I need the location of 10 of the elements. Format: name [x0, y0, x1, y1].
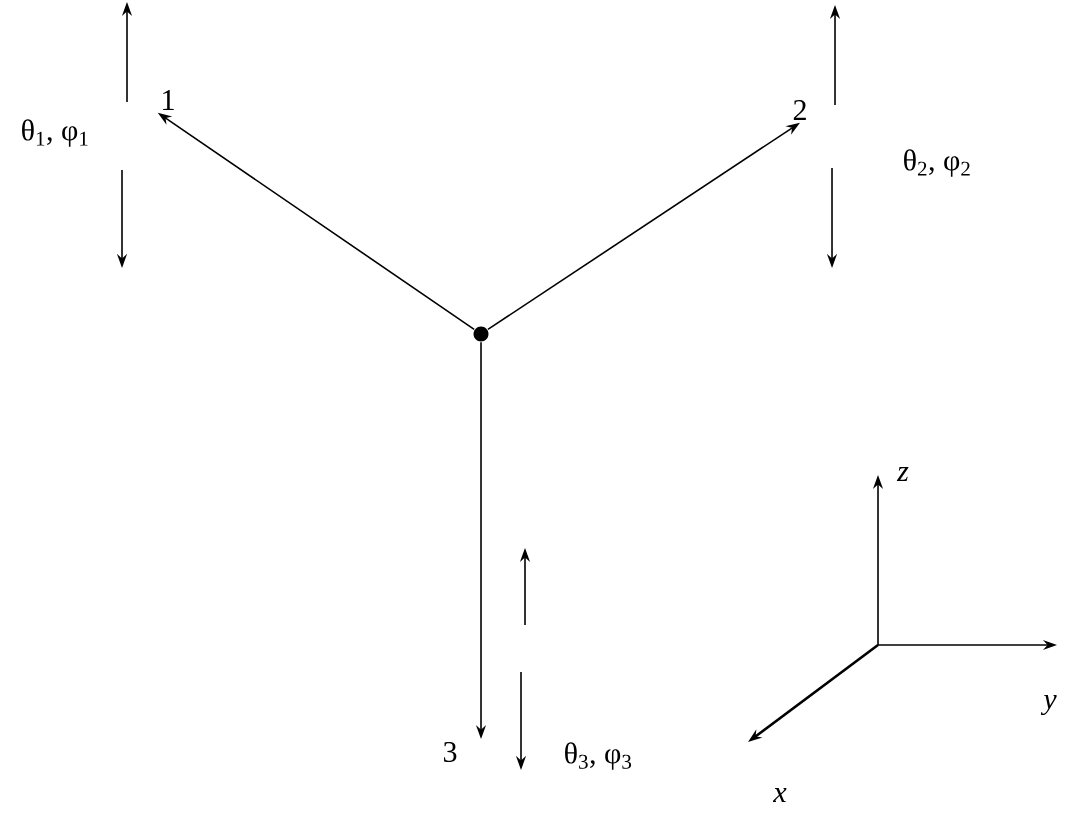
angle-label: θ$_{3}$, φ$_{3}$ — [565, 742, 632, 770]
axis-label: x — [773, 788, 787, 802]
angle-label: θ$_{1}$, φ$_{1}$ — [22, 119, 88, 147]
point-label: 2 — [793, 100, 806, 120]
axis-label: z — [896, 467, 909, 481]
point-label: 3 — [443, 741, 457, 763]
axis-label: y — [1040, 694, 1057, 716]
angle-label: θ$_{2}$, φ$_{2}$ — [904, 149, 970, 177]
junction-dot — [473, 326, 489, 342]
point-label: 1 — [163, 90, 174, 110]
